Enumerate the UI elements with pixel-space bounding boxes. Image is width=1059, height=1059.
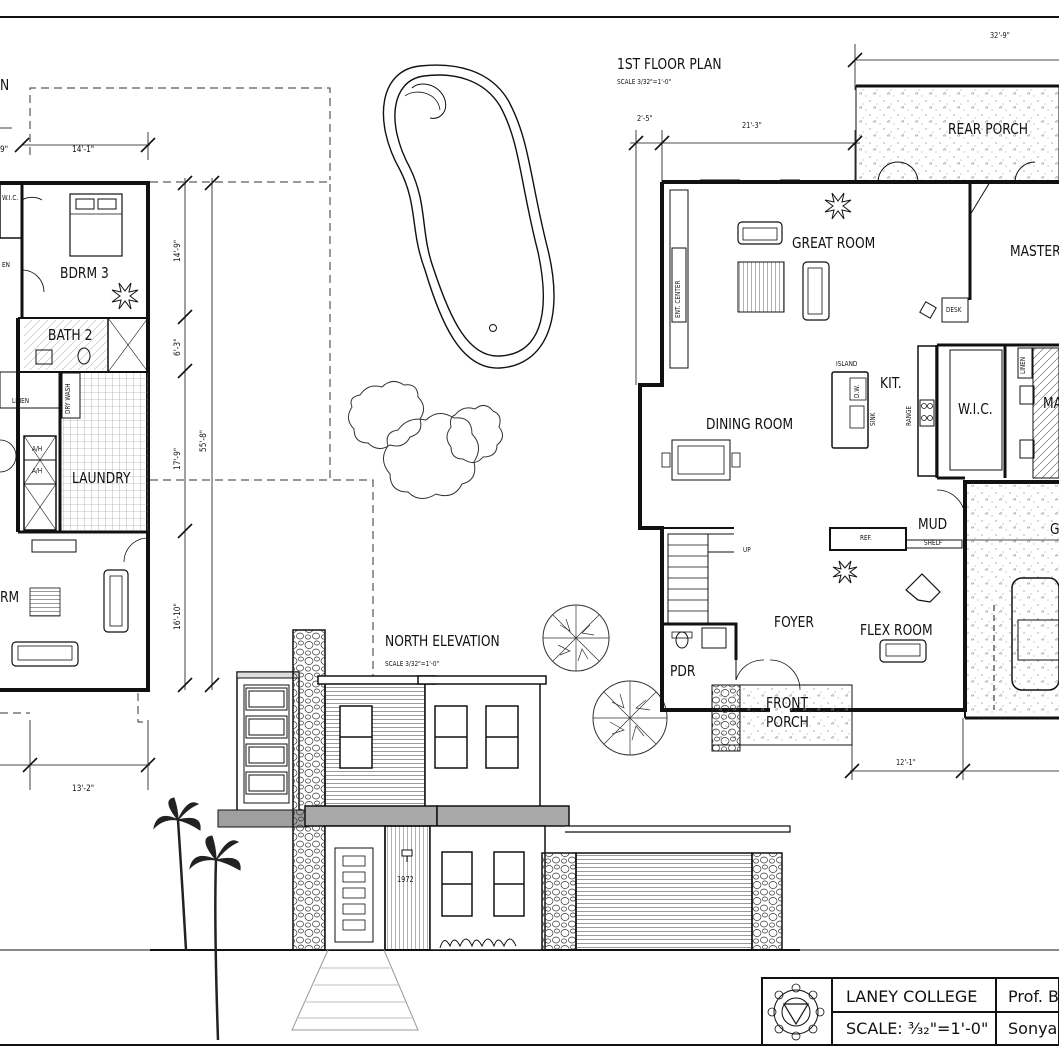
pool	[382, 64, 555, 369]
room-ah-2: A/H	[32, 467, 43, 475]
first-floor-scale: SCALE 3/32"=1'-0"	[617, 78, 672, 86]
title-block-scale: SCALE: ³⁄₃₂"=1'-0"	[846, 1019, 989, 1038]
room-master-bath-fragment: MA	[1043, 394, 1059, 412]
second-floor-title-fragment: N	[0, 76, 10, 94]
dim-6-3: 6'-3"	[173, 338, 183, 356]
island-label: ISLAND	[836, 360, 858, 368]
room-dry-wash: DRY WASH	[64, 383, 72, 414]
range-label: RANGE	[905, 405, 913, 426]
dim-16-10: 16'-10"	[173, 603, 183, 630]
room-master-fragment: MASTER	[1010, 242, 1059, 260]
first-floor-plan	[628, 44, 1059, 780]
north-elevation	[150, 629, 800, 1041]
dim-14-1: 14'-1"	[72, 145, 95, 155]
room-great-room: GREAT ROOM	[792, 234, 876, 252]
room-bdrm3: BDRM 3	[60, 264, 109, 282]
room-front-porch-2: PORCH	[766, 713, 809, 731]
room-kit: KIT.	[880, 374, 902, 392]
house-number: 1972	[397, 875, 414, 884]
linen-label-first: LINEN	[1019, 356, 1027, 374]
room-linen-fragment: EN	[2, 261, 10, 269]
room-linen-upper: LINEN	[12, 397, 30, 405]
desk-label: DESK	[946, 306, 962, 314]
room-rear-porch: REAR PORCH	[948, 120, 1029, 138]
ref-label: REF.	[860, 534, 872, 542]
sink-label: SINK	[869, 412, 877, 426]
dim-12-1: 12'-1"	[896, 758, 916, 767]
room-wic-upper: W.I.C.	[2, 194, 19, 202]
dim-14-9: 14'-9"	[173, 239, 183, 262]
shelf-label: SHELF	[924, 539, 943, 547]
title-block-school: LANEY COLLEGE	[846, 987, 978, 1006]
room-ah-1: A/H	[32, 445, 43, 453]
room-dining-room: DINING ROOM	[706, 415, 794, 433]
dim-9: 9"	[0, 145, 9, 155]
room-bedroom-fragment: RM	[0, 588, 20, 606]
dim-13-2: 13'-2"	[72, 784, 95, 794]
room-laundry: LAUNDRY	[72, 469, 131, 487]
ent-center-label: ENT. CENTER	[674, 280, 682, 318]
room-foyer: FOYER	[774, 613, 814, 631]
title-block-professor: Prof. B	[1008, 987, 1059, 1006]
room-bath2: BATH 2	[48, 326, 93, 344]
elevation-title: NORTH ELEVATION	[385, 632, 500, 650]
elevation-scale: SCALE 3/32"=1'-0"	[385, 660, 440, 668]
room-mud: MUD	[918, 515, 948, 533]
second-floor-plan	[0, 87, 374, 790]
first-floor-title: 1ST FLOOR PLAN	[617, 55, 722, 73]
room-front-porch-1: FRONT	[766, 694, 809, 712]
dim-21-3: 21'-3"	[742, 121, 762, 130]
dw-label: D.W.	[853, 384, 861, 398]
dim-2-5: 2'-5"	[637, 114, 653, 123]
room-garage-fragment: G	[1050, 520, 1059, 538]
landscape-trees	[348, 381, 668, 756]
title-block	[761, 977, 1059, 1046]
dim-55-8: 55'-8"	[199, 429, 209, 452]
room-wic-master: W.I.C.	[958, 400, 993, 418]
dim-32-9: 32'-9"	[990, 31, 1010, 40]
dim-17-9: 17'-9"	[173, 447, 183, 470]
stair-up-label: UP	[743, 546, 751, 554]
room-flex-room: FLEX ROOM	[860, 621, 933, 639]
title-block-student: Sonya	[1008, 1019, 1058, 1038]
room-pdr: PDR	[670, 662, 696, 680]
